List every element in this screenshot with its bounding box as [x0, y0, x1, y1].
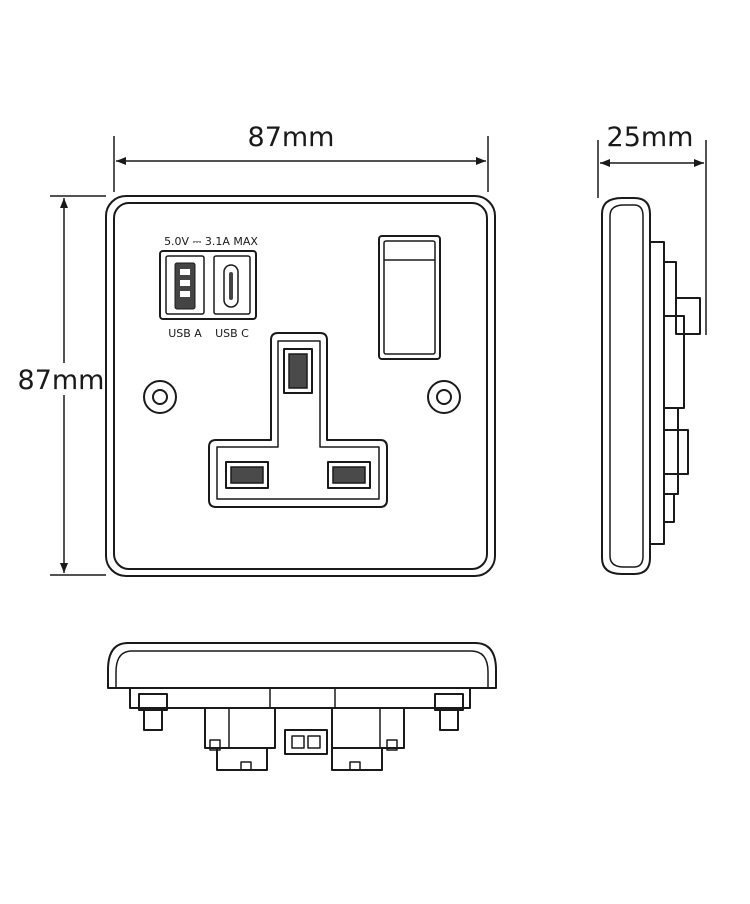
width-dimension: 87mm: [113, 122, 489, 192]
rocker-switch: [378, 235, 441, 360]
neutral-pin-slot: [332, 466, 366, 484]
height-dimension: 87mm: [18, 195, 106, 576]
usb-module: 5.0V ⎓ 3.1A MAX USB A USB C: [159, 235, 258, 340]
side-backbox-flange: [649, 241, 665, 545]
faceplate-outer: [105, 195, 496, 577]
depth-label: 25mm: [607, 122, 694, 153]
front-view: 5.0V ⎓ 3.1A MAX USB A USB C: [105, 195, 496, 577]
height-label: 87mm: [18, 365, 105, 396]
side-terminal-lower: [663, 407, 679, 495]
side-view: [601, 197, 701, 575]
earth-pin-slot: [288, 353, 308, 389]
side-terminal-block: [675, 297, 701, 335]
usb-c-port-icon: [213, 255, 251, 315]
side-terminal-body: [663, 315, 685, 409]
bottom-terminal-center: [284, 729, 328, 755]
socket-outlet: [208, 332, 388, 508]
faceplate-inner: [113, 202, 488, 570]
bottom-terminal-right: [331, 707, 405, 771]
bottom-view: [107, 642, 497, 771]
socket-inner-frame: [216, 340, 380, 500]
usb-a-label: USB A: [168, 327, 202, 340]
depth-dimension: 25mm: [597, 122, 707, 335]
bottom-faceplate: [107, 642, 497, 689]
side-faceplate: [601, 197, 651, 575]
usb-port-housing: [159, 250, 257, 320]
bottom-lug-right: [434, 693, 464, 731]
bottom-terminal-left: [204, 707, 276, 771]
usb-rating-label: 5.0V ⎓ 3.1A MAX: [164, 235, 258, 248]
screw-hole-right: [427, 380, 461, 414]
side-clip: [663, 429, 689, 475]
screw-hole-left: [143, 380, 177, 414]
switch-rocker: [383, 240, 436, 355]
usb-c-label: USB C: [215, 327, 249, 340]
bottom-lug-left: [138, 693, 168, 731]
usb-a-port-icon: [165, 255, 205, 315]
live-pin-slot: [230, 466, 264, 484]
switch-surround: [378, 235, 441, 360]
side-terminal-upper: [663, 261, 677, 317]
width-label: 87mm: [248, 122, 335, 153]
bottom-backbox-flange: [129, 687, 471, 709]
socket-outer-frame: [208, 332, 388, 508]
